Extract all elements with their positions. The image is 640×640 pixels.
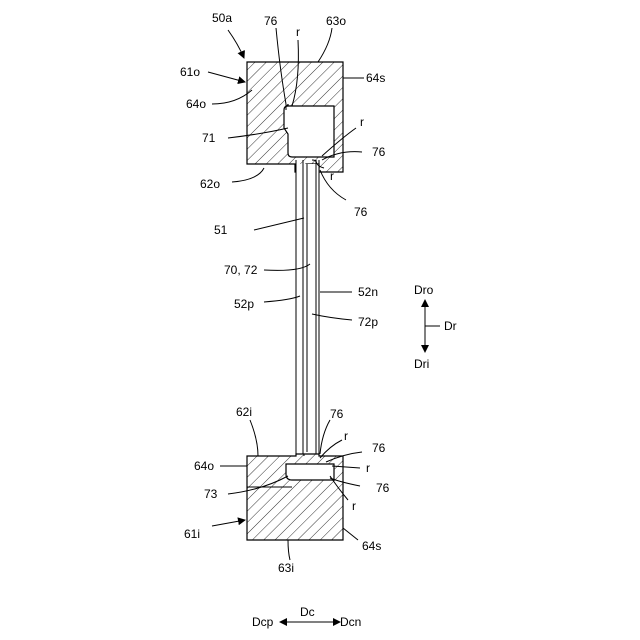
label-61i: 61i <box>184 527 200 541</box>
upper-block <box>247 62 343 172</box>
label-76-upper-a: 76 <box>264 14 278 28</box>
label-70-72: 70, 72 <box>224 263 258 277</box>
label-76-lower-c: 76 <box>376 481 390 495</box>
label-62i: 62i <box>236 405 252 419</box>
label-dcn: Dcn <box>340 615 361 629</box>
label-fig-ref: 50a <box>212 11 232 25</box>
web-member <box>296 160 319 456</box>
label-r-lower-a: r <box>344 429 348 443</box>
label-63o: 63o <box>326 14 346 28</box>
label-64o-lower: 64o <box>194 459 214 473</box>
label-r-upper-c: r <box>330 169 334 183</box>
label-51: 51 <box>214 223 228 237</box>
label-76-lower-a: 76 <box>330 407 344 421</box>
label-r-upper-b: r <box>360 115 364 129</box>
label-64s-upper: 64s <box>366 71 385 85</box>
label-72p: 72p <box>358 315 378 329</box>
label-64s-lower: 64s <box>362 539 381 553</box>
label-64o-upper: 64o <box>186 97 206 111</box>
label-61o: 61o <box>180 65 200 79</box>
label-76-upper-b: 76 <box>372 145 386 159</box>
label-73: 73 <box>204 487 218 501</box>
label-dr: Dr <box>444 319 457 333</box>
label-71: 71 <box>202 131 216 145</box>
lower-block <box>247 454 343 540</box>
label-r-lower-c: r <box>352 499 356 513</box>
label-76-lower-b: 76 <box>372 441 386 455</box>
label-63i: 63i <box>278 561 294 575</box>
label-r-upper-a: r <box>296 25 300 39</box>
label-62o: 62o <box>200 177 220 191</box>
label-dro: Dro <box>414 283 434 297</box>
label-dri: Dri <box>414 357 429 371</box>
upper-cavity <box>284 104 334 157</box>
label-r-lower-b: r <box>366 461 370 475</box>
label-dc: Dc <box>300 605 315 619</box>
label-52n: 52n <box>358 285 378 299</box>
label-52p: 52p <box>234 297 254 311</box>
lower-cavity <box>286 464 334 480</box>
label-76-upper-c: 76 <box>354 205 368 219</box>
radial-direction-arrows <box>425 300 440 352</box>
label-dcp: Dcp <box>252 615 274 629</box>
